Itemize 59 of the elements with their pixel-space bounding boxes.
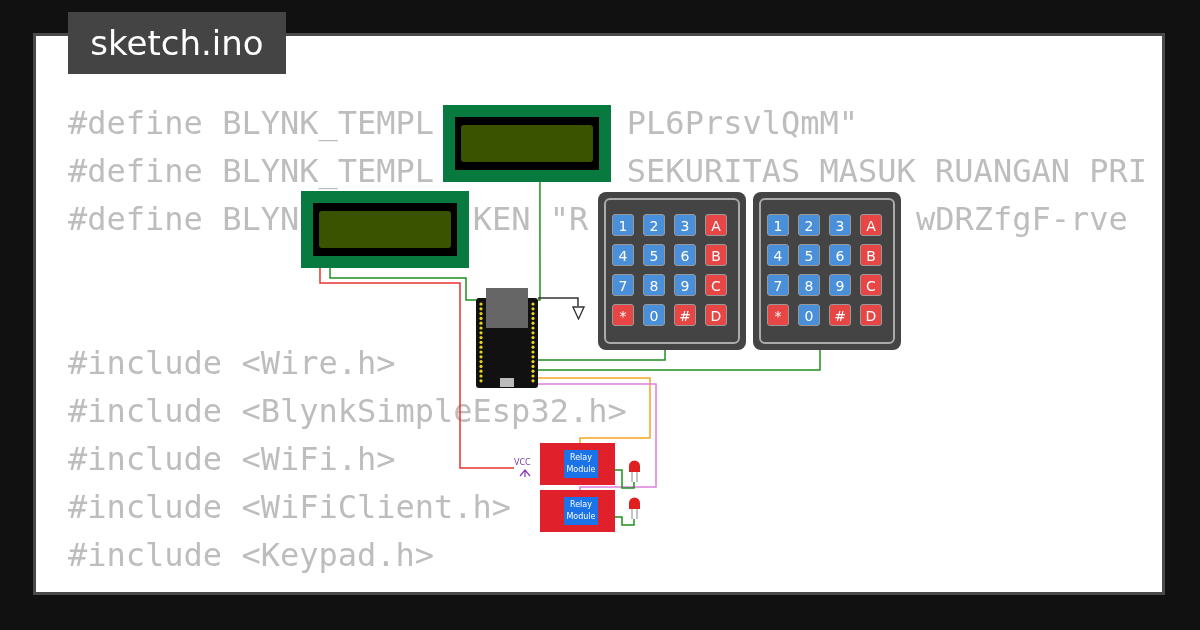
keypad-key: 1 (767, 214, 789, 236)
code-text: #include <Wire.h> (68, 345, 396, 381)
keypad-key: 6 (674, 244, 696, 266)
keypad-key: 5 (798, 244, 820, 266)
keypad-key: A (860, 214, 882, 236)
wire (614, 469, 635, 489)
vcc-label: VCC (514, 458, 531, 467)
relay-label: Relay Module (564, 450, 598, 478)
keypad-key: 1 (612, 214, 634, 236)
keypad-key: 4 (767, 244, 789, 266)
keypad-key: 7 (612, 274, 634, 296)
keypad-key: 9 (674, 274, 696, 296)
keypad-key: B (705, 244, 727, 266)
file-tab: sketch.ino (68, 12, 286, 74)
keypad-key: A (705, 214, 727, 236)
keypad-key: * (612, 304, 634, 326)
keypad-key: 3 (829, 214, 851, 236)
keypad-key: 2 (643, 214, 665, 236)
keypad-key: 5 (643, 244, 665, 266)
keypad (598, 192, 746, 350)
code-text: #define BLYNK_TEMPL (68, 153, 435, 189)
keypad-key: # (829, 304, 851, 326)
keypad-key: 8 (643, 274, 665, 296)
wire (614, 516, 635, 526)
code-text: SEKURITAS MASUK RUANGAN PRI (626, 153, 1147, 189)
keypad-key: 4 (612, 244, 634, 266)
keypad-key: D (860, 304, 882, 326)
wire (537, 349, 821, 371)
wire (537, 297, 579, 307)
code-text: #include <Keypad.h> (68, 537, 435, 573)
wire (537, 349, 666, 361)
keypad-key: 7 (767, 274, 789, 296)
keypad-key: 2 (798, 214, 820, 236)
keypad-key: * (767, 304, 789, 326)
code-text: #include <WiFiClient.h> (68, 489, 512, 525)
keypad-key: 0 (798, 304, 820, 326)
code-text: #include <WiFi.h> (68, 441, 396, 477)
keypad-key: D (705, 304, 727, 326)
keypad-key: B (860, 244, 882, 266)
code-text: PL6PrsvlQmM" (626, 105, 858, 141)
wire (537, 383, 657, 491)
keypad-key: C (705, 274, 727, 296)
keypad-key: C (860, 274, 882, 296)
code-text: #define BLYN (68, 201, 300, 237)
wire (329, 267, 477, 301)
relay-module (540, 490, 615, 532)
code-text: KEN "R (472, 201, 589, 237)
keypad-key: 6 (829, 244, 851, 266)
relay-label: Relay Module (564, 497, 598, 525)
keypad (753, 192, 901, 350)
wire (537, 181, 541, 301)
keypad-key: 8 (798, 274, 820, 296)
keypad-key: 9 (829, 274, 851, 296)
keypad-key: 0 (643, 304, 665, 326)
code-text: #define BLYNK_TEMPL (68, 105, 435, 141)
relay-module (540, 443, 615, 485)
keypad-key: # (674, 304, 696, 326)
code-text: wDRZfgF-rve (915, 201, 1128, 237)
keypad-key: 3 (674, 214, 696, 236)
